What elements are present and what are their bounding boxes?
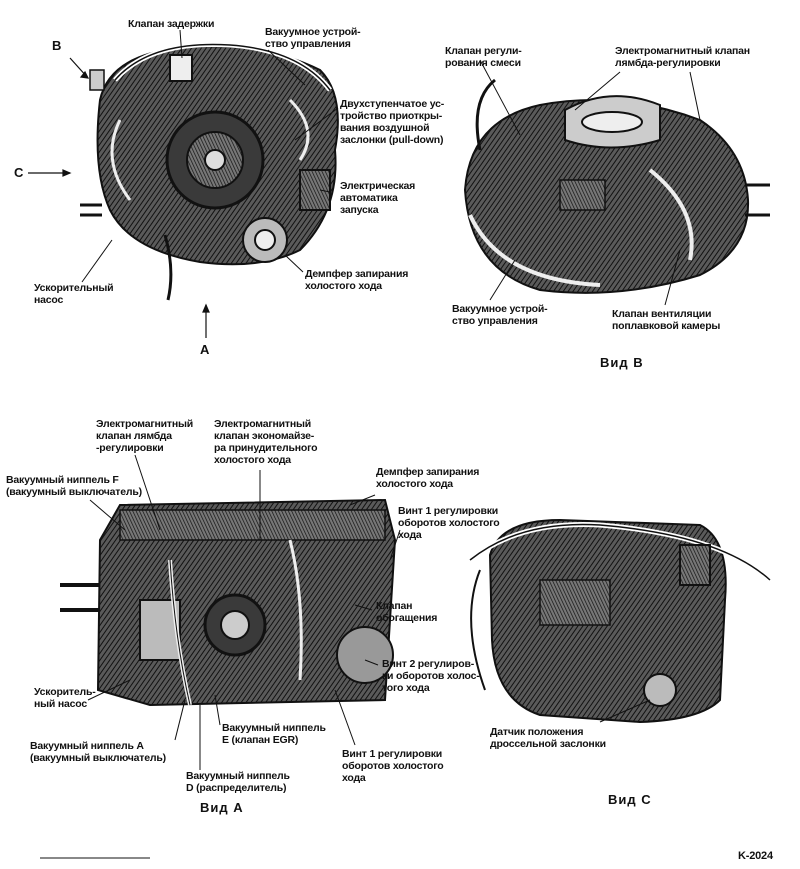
label-accel-pump-2: Ускоритель- ный насос <box>34 686 96 710</box>
label-idle-screw-1-top: Винт 1 регулировки оборотов холостого хо… <box>398 505 500 541</box>
carburetor-view-c <box>468 518 772 724</box>
label-electric-choke: Электрическая автоматика запуска <box>340 180 416 216</box>
label-idle-damper-2: Демпфер запирания холостого хода <box>376 466 480 490</box>
label-float-vent: Клапан вентиляции поплавковой камеры <box>612 308 721 332</box>
label-enrichment-valve: Клапан обогащения <box>376 600 438 624</box>
carburetor-view-a <box>60 498 397 707</box>
label-mixture-valve: Клапан регули- рования смеси <box>445 45 522 69</box>
label-vacuum-control-1: Вакуумное устрой- ство управления <box>265 26 361 50</box>
label-vacuum-control-2: Вакуумное устрой- ство управления <box>452 303 548 327</box>
label-idle-screw-2: Винт 2 регулиров- ки оборотов холос- тог… <box>382 658 480 694</box>
label-delay-valve: Клапан задержки <box>128 18 215 30</box>
leaders-bottom-left <box>87 454 401 770</box>
figure-code: K-2024 <box>738 850 773 862</box>
view-b-title: Вид B <box>600 355 644 370</box>
leaders-top-right <box>479 59 701 306</box>
direction-c: C <box>14 165 24 180</box>
carburetor-top-view <box>80 41 339 301</box>
label-pull-down: Двухступенчатое ус- тройство приоткры- в… <box>340 98 445 146</box>
label-nipple-d: Вакуумный ниппель D (распределитель) <box>186 770 290 794</box>
label-throttle-sensor: Датчик положения дроссельной заслонки <box>490 726 606 750</box>
label-economizer: Электромагнитный клапан экономайзе- ра п… <box>214 418 318 466</box>
leaders-top-left <box>81 29 339 283</box>
direction-b: B <box>52 38 62 53</box>
carburetor-view-b <box>463 78 770 294</box>
label-nipple-a: Вакуумный ниппель A (вакуумный выключате… <box>30 740 166 764</box>
view-direction-arrows <box>28 57 210 338</box>
label-idle-screw-1-bottom: Винт 1 регулировки оборотов холостого хо… <box>342 748 444 784</box>
label-accel-pump-1: Ускорительный насос <box>34 282 114 306</box>
view-c-title: Вид C <box>608 792 652 807</box>
label-lambda-solenoid-2: Электромагнитный клапан лямбда -регулиро… <box>96 418 194 454</box>
leaders-bottom-right <box>599 699 651 723</box>
label-nipple-f: Вакуумный ниппель F (вакуумный выключате… <box>6 474 142 498</box>
direction-a: A <box>200 342 210 357</box>
label-idle-damper-1: Демпфер запирания холостого хода <box>305 268 409 292</box>
view-a-title: Вид A <box>200 800 244 815</box>
label-lambda-solenoid-1: Электромагнитный клапан лямбда-регулиров… <box>615 45 750 69</box>
label-nipple-e: Вакуумный ниппель E (клапан EGR) <box>222 722 326 746</box>
